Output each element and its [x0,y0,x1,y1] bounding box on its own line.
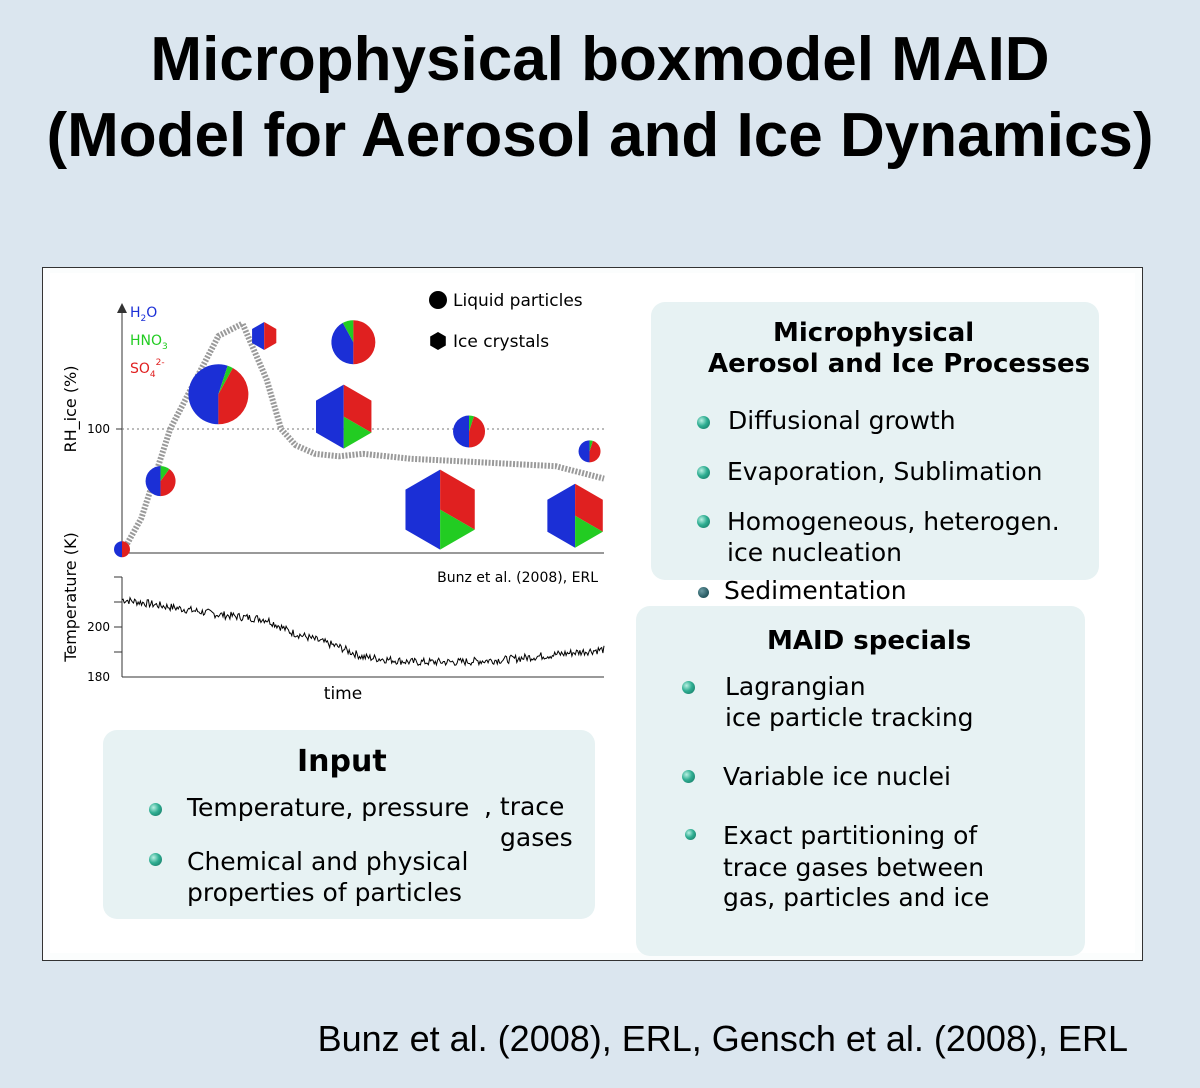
composition-legend-2: SO42- [130,358,165,380]
ice-crystal-6 [316,384,372,449]
maid-item-lagrangian-cont: ice particle tracking [725,703,974,732]
input-item-trace: , trace [484,792,565,821]
maid-item-partitioning: Exact partitioning of [723,821,978,850]
input-box [103,730,595,919]
maid-item-partitioning-cont-2: gas, particles and ice [723,883,990,912]
shape-legend-label-0: Liquid particles [453,291,583,311]
liquid-particle-5 [331,320,376,365]
input-item-chemical-cont: properties of particles [187,878,462,907]
process-item-sedimentation: Sedimentation [724,576,907,605]
processes-box [651,302,1099,580]
ice-crystal-3 [252,322,277,350]
bullet-icon [697,466,710,479]
ice-crystal-8 [405,469,475,550]
bullet-icon [685,829,696,840]
processes-heading-2: Aerosol and Ice Processes [708,349,1091,379]
ice-crystal-10 [547,483,603,548]
input-item-gases: gases [500,823,573,852]
bullet-icon [149,803,162,816]
title-line-2: (Model for Aerosol and Ice Dynamics) [46,101,1154,170]
liquid-particle-2 [188,364,249,425]
maid-item-ice-nuclei: Variable ice nuclei [723,762,951,791]
x-axis-label: time [324,684,362,704]
citation: Bunz et al. (2008), ERL, Gensch et al. (… [317,1018,1128,1059]
input-item-chemical: Chemical and physical [187,847,469,876]
bullet-icon [698,587,709,598]
temperature-series-line [121,596,605,667]
temperature-y-tick-label: 200 [87,620,110,634]
shape-legend-label-1: Ice crystals [453,332,549,352]
title-line-1: Microphysical boxmodel MAID [150,25,1050,94]
rh-temperature-chart: 100 RH_ice (%) 180 200 Temperature (K) time H2… [61,291,605,704]
process-item-nucleation: Homogeneous, heterogen. [727,507,1060,536]
legend-liquid-particle-icon [429,291,447,309]
page-title: Microphysical boxmodel MAID (Model for A… [0,22,1200,174]
maid-heading: MAID specials [767,626,972,656]
maid-item-lagrangian: Lagrangian [725,672,866,701]
rh-y-axis-arrow [117,303,127,313]
bullet-icon [682,770,695,783]
rh-y-tick-label: 100 [87,422,110,436]
maid-item-partitioning-cont-1: trace gases between [723,853,985,882]
process-item-nucleation-cont: ice nucleation [727,538,902,567]
temperature-y-axis-label: Temperature (K) [61,532,80,662]
process-item-evaporation: Evaporation, Sublimation [727,457,1043,486]
process-item-diffusional-growth: Diffusional growth [728,406,956,435]
composition-legend-1: HNO3 [130,333,168,352]
legend-ice-crystal-icon [430,332,446,350]
bullet-icon [682,681,695,694]
input-heading: Input [297,744,387,779]
liquid-particle-9 [578,440,601,463]
liquid-particle-1 [145,466,176,497]
bullet-icon [697,416,710,429]
maid-specials-box [636,606,1085,956]
composition-legend-0: H2O [130,305,157,324]
liquid-particle-0 [114,541,130,558]
input-item-temperature: Temperature, pressure [187,793,470,822]
temperature-y-tick-label: 180 [87,670,110,684]
liquid-particle-7 [453,415,486,448]
processes-heading-1: Microphysical [773,318,975,348]
bullet-icon [697,515,710,528]
bullet-icon [149,853,162,866]
chart-source-label: Bunz et al. (2008), ERL [437,570,598,586]
rh-y-axis-label: RH_ice (%) [61,365,81,452]
